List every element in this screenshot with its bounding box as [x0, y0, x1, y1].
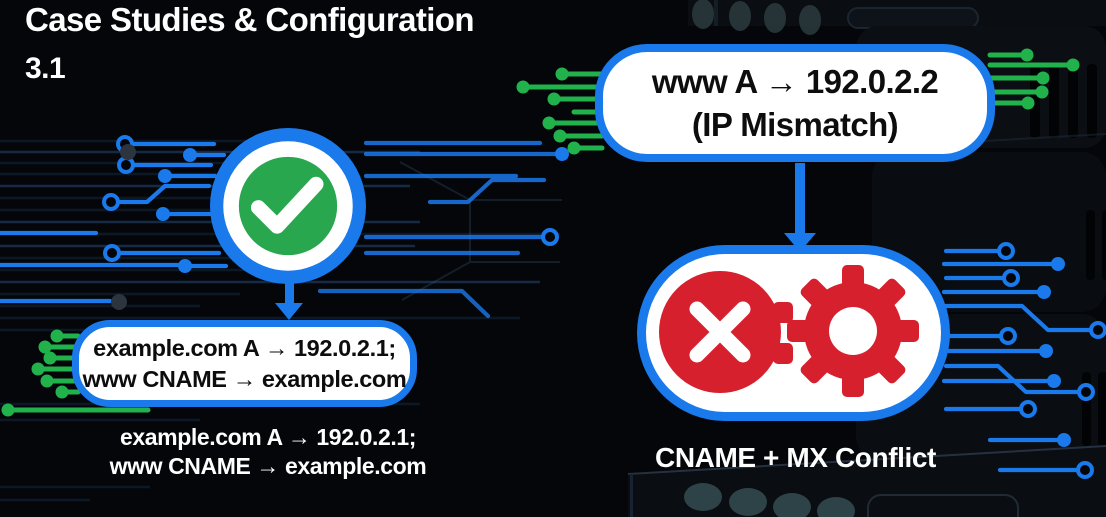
arrow-shaft: [795, 163, 805, 233]
arrow-shaft: [284, 281, 294, 303]
circuit-trace-dots: [1, 48, 1106, 479]
dns-record-box-mismatch: www A → 192.0.2.2 (IP Mismatch): [595, 44, 995, 162]
flow-arrow-down-icon: [784, 163, 816, 252]
page-title: Case Studies & Configuration: [25, 1, 475, 38]
gear-icon: [787, 265, 919, 397]
circuit-traces: [0, 52, 1094, 473]
record-line: example.com A → 192.0.2.1;: [93, 334, 396, 361]
flow-arrow-down-icon: [274, 281, 304, 320]
dns-record-box-valid: example.com A → 192.0.2.1; www CNAME → e…: [72, 320, 417, 407]
error-badge: [637, 245, 950, 421]
record-line: (IP Mismatch): [691, 106, 899, 143]
caption-line: example.com A → 192.0.2.1;: [120, 424, 416, 450]
valid-config-caption: example.com A → 192.0.2.1; www CNAME → e…: [88, 423, 448, 481]
section-number: 3.1: [25, 52, 66, 86]
arrow-head: [275, 303, 303, 320]
record-line: www A → 192.0.2.2: [651, 63, 939, 100]
record-line: www CNAME → example.com: [82, 365, 407, 392]
error-caption: CNAME + MX Conflict: [655, 442, 936, 473]
x-circle-icon: [659, 271, 793, 393]
title-block: Case Studies & Configuration 3.1: [25, 1, 475, 86]
caption-line: www CNAME → example.com: [109, 453, 427, 479]
check-circle-icon: [210, 128, 366, 284]
